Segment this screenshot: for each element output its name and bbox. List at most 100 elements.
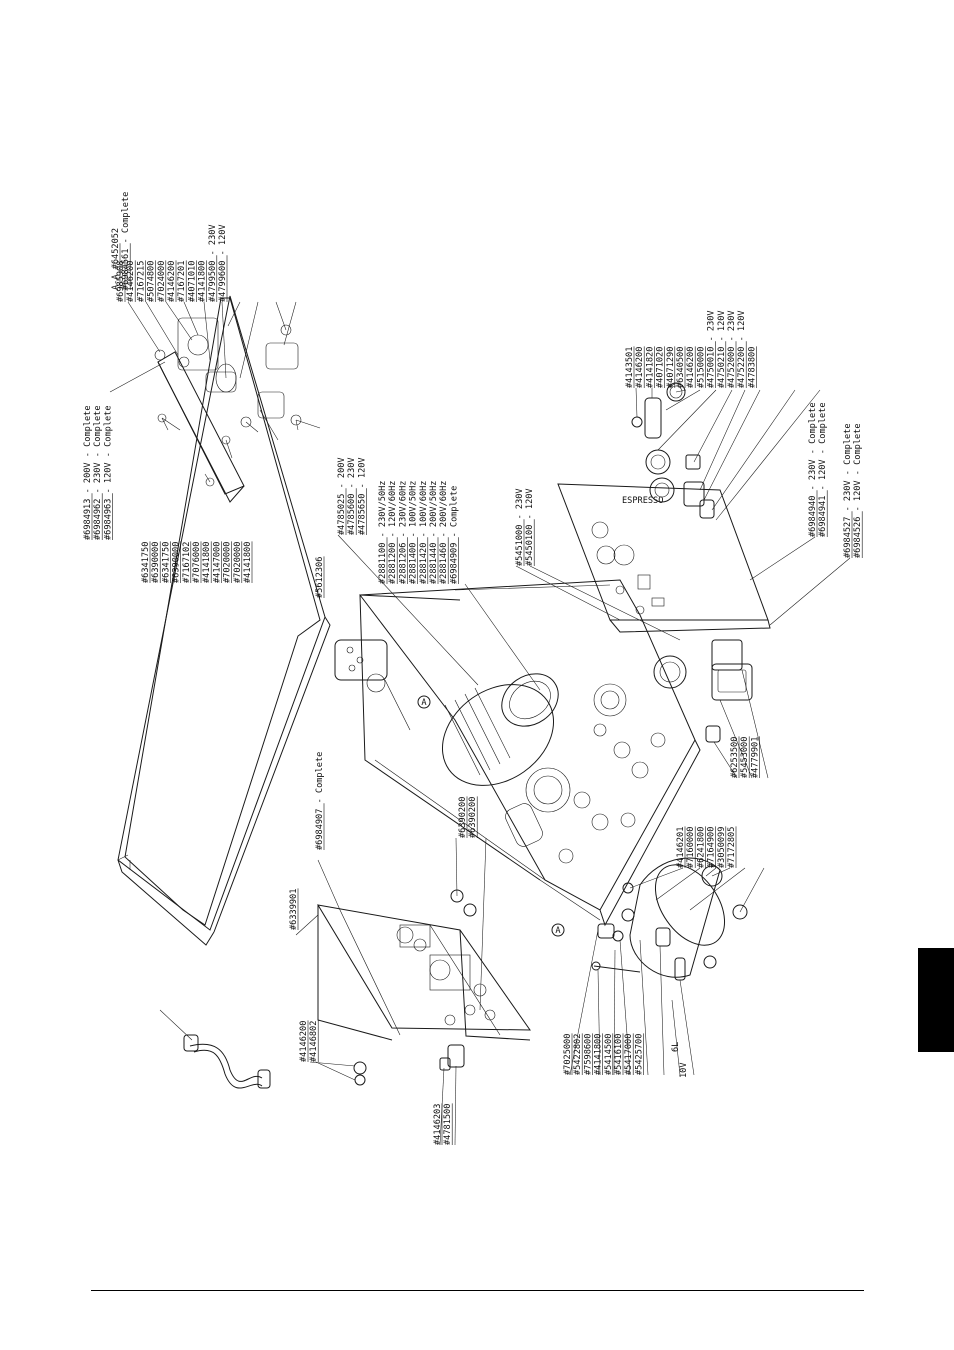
callout-a-top	[417, 695, 431, 709]
part-label: #5414500	[604, 1034, 614, 1075]
part-label: #6390200	[458, 797, 468, 838]
part-label: #4071020	[656, 347, 666, 388]
tank	[591, 857, 748, 981]
motor	[441, 673, 627, 847]
part-label: #6984527 - 230V - Complete	[843, 423, 853, 558]
section-tab-marker	[918, 948, 954, 1052]
part-label: #4779901	[750, 737, 760, 778]
part-label: #4141800	[243, 542, 253, 583]
part-label: #7160000	[686, 827, 696, 868]
fan	[653, 655, 753, 701]
label-group-mid-parts: #6390200#6390200	[458, 796, 478, 838]
part-label: #4752200 - 120V	[737, 310, 747, 388]
hose-assembly	[183, 1034, 271, 1089]
label-group-frame-col: #6984907 - Complete	[315, 752, 325, 850]
part-label: #4146201	[676, 827, 686, 868]
part-label: #4071290	[666, 347, 676, 388]
part-label: #5453000	[740, 737, 750, 778]
tank-mark-10v: 10V	[679, 1062, 689, 1078]
fittings-right	[631, 382, 743, 671]
part-label: #6984940 - 230V - Complete	[808, 402, 818, 537]
lid-cover	[117, 295, 331, 946]
valve-frame	[317, 904, 531, 1041]
part-label: #4147000	[212, 542, 222, 583]
part-label: #4071010	[187, 261, 197, 302]
part-label: #4143501	[625, 347, 635, 388]
part-label: #7598600	[583, 1034, 593, 1075]
part-label: #4146200	[635, 347, 645, 388]
callout-a-bottom-letter: A	[555, 926, 561, 936]
part-label: #3050099	[717, 827, 727, 868]
part-label: #4781500	[443, 1104, 453, 1145]
part-label: #5150000	[696, 347, 706, 388]
label-group-top-left-col1: A-A #6452052#6984561 - Complete	[111, 192, 131, 290]
part-label: #6340500	[676, 347, 686, 388]
label-group-top-left-col2: #5612306	[315, 556, 325, 598]
part-label: #4146200	[167, 261, 177, 302]
tank-mark-6l: 6L	[671, 1042, 681, 1052]
part-label: #6339901	[289, 889, 299, 930]
pump-head	[334, 639, 411, 731]
svg-text:ESPRESSO: ESPRESSO	[622, 496, 663, 506]
label-group-panel-list: #6984940 - 230V - Complete#6984941 - 120…	[808, 402, 828, 537]
part-label: #2881200 - 120V/60Hz	[388, 481, 398, 584]
callout-a-top-letter: A	[421, 698, 427, 708]
part-label: #2881400 - 100V/50Hz	[409, 481, 419, 584]
part-label: #6985908	[116, 261, 126, 302]
part-label: #6984963 - 120V - Complete	[103, 405, 113, 540]
part-label: #6984962 - 230V - Complete	[93, 405, 103, 540]
label-group-bottom-left-list: #7025000#5422802#7598600#4141800#5414500…	[563, 1033, 644, 1075]
part-label: #4141820	[645, 347, 655, 388]
main-chassis	[359, 579, 701, 927]
part-label: #4146802	[309, 1021, 319, 1062]
part-label: #2881100 - 230V/50Hz	[378, 481, 388, 584]
label-group-frame-col2: #6339901	[289, 888, 299, 930]
label-group-left-small: #4146200#4146802	[299, 1020, 319, 1062]
part-label: #7020000	[233, 542, 243, 583]
part-label: #7167201	[177, 261, 187, 302]
part-label: #5612306	[315, 557, 325, 598]
part-label: #7167215	[136, 261, 146, 302]
part-label: #6390000	[151, 542, 161, 583]
part-label: #6390000	[172, 542, 182, 583]
part-number-labels: A-A #6452052#6984561 - Complete #5612306 #…	[83, 192, 863, 1145]
label-group-upper-left-list: #6984913 - 200V - Complete#6984962 - 230…	[83, 405, 113, 540]
part-label: #5422802	[573, 1034, 583, 1075]
part-label: #4141800	[198, 261, 208, 302]
control-panel: ESPRESSO	[557, 483, 771, 633]
part-label: #7164900	[707, 827, 717, 868]
label-group-top-right-list: #6985908#4146200#7167215#5074800#7024000…	[116, 224, 228, 302]
label-group-right-list: #4143501#4146200#4141820#4071020#4071290…	[625, 310, 757, 388]
part-label: #6253500	[730, 737, 740, 778]
part-label: #2881440 - 200V/50Hz	[429, 481, 439, 584]
label-group-left-bottom: #4146203#4781500	[433, 1103, 453, 1145]
part-label: #7076000	[192, 542, 202, 583]
part-label: #5425700	[634, 1034, 644, 1075]
part-label: #6984909 - Complete	[449, 486, 459, 584]
label-group-pump-list: #2881100 - 230V/50Hz#2881200 - 120V/60Hz…	[378, 481, 459, 584]
leader-lines	[109, 301, 851, 1146]
part-label: #2881206 - 230V/60Hz	[398, 481, 408, 584]
part-label: #6984907 - Complete	[315, 752, 325, 850]
part-label: #4785650 - 120V	[357, 457, 367, 535]
part-label: #4141800	[594, 1034, 604, 1075]
part-label: #6241800	[696, 827, 706, 868]
part-label: #4752000 - 230V	[727, 310, 737, 388]
part-label: #5074800	[147, 261, 157, 302]
part-label: #4799600 - 120V	[218, 224, 228, 302]
label-group-board-list: #5451000 - 230V#5450100 - 120V	[515, 488, 535, 566]
part-label: #7167102	[182, 542, 192, 583]
part-label: #4146200	[299, 1021, 309, 1062]
part-label: #7172805	[727, 827, 737, 868]
part-label: #4785600 - 230V	[347, 457, 357, 535]
part-label: #6341750	[161, 542, 171, 583]
label-group-upper-list2: #6341750#6390000#6341750#6390000#7167102…	[141, 541, 253, 583]
label-group-motor-list: #4785025 - 200V#4785600 - 230V#4785650 -…	[337, 457, 367, 535]
part-label: #5416100	[614, 1034, 624, 1075]
part-label: #4785025 - 200V	[337, 457, 347, 535]
label-group-bottom-right-list: #6253500#5453000#4779901	[730, 736, 760, 778]
part-label: A-A #6452052	[111, 228, 121, 290]
label-group-panel-list2: #6984527 - 230V - Complete#6984526 - 120…	[843, 423, 863, 558]
footer-rule	[91, 1290, 864, 1291]
part-label: #4783800	[747, 347, 757, 388]
